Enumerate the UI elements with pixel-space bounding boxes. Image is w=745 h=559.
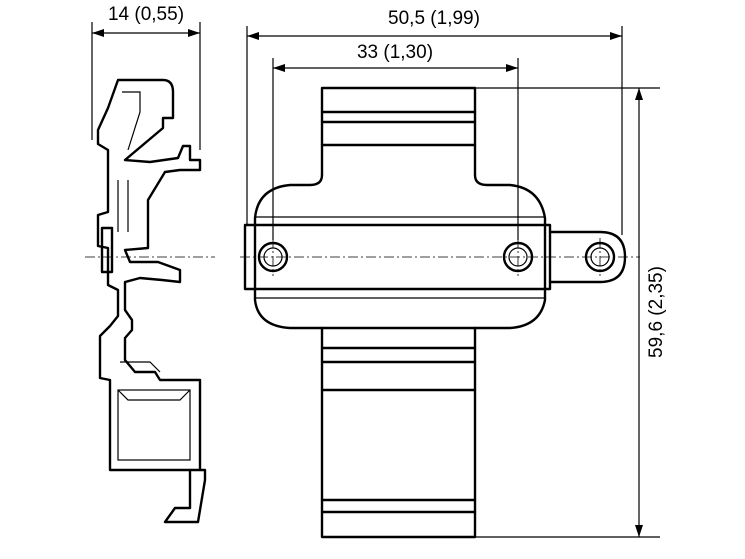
main-body	[253, 173, 547, 330]
hole-spacing-dimension	[272, 58, 519, 240]
overall-width-dimension	[246, 26, 623, 235]
side-box-inner	[117, 389, 191, 461]
side-width-dimension	[91, 22, 201, 150]
overall-height-label: 59,6 (2,35)	[646, 266, 667, 358]
overall-height-dimension	[475, 87, 660, 538]
bottom-neck	[320, 326, 477, 539]
hole-spacing-label: 33 (1,30)	[357, 42, 433, 63]
top-neck	[320, 86, 477, 177]
front-view	[243, 86, 627, 539]
side-width-label: 14 (0,55)	[108, 4, 184, 25]
front-center-lines	[240, 238, 640, 276]
side-rib	[100, 226, 114, 274]
overall-width-label: 50,5 (1,99)	[388, 8, 480, 29]
side-view-profile	[96, 78, 207, 524]
